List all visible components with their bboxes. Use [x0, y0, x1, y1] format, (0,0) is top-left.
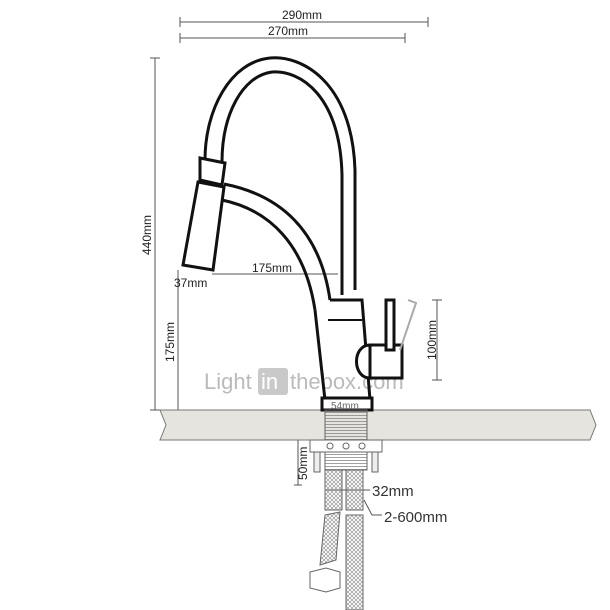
watermark-boxed: in: [261, 369, 278, 394]
dim-hole-diameter: 32mm: [372, 483, 414, 500]
dim-spray-head: 37mm: [174, 276, 207, 290]
dim-total-height: 440mm: [140, 215, 154, 255]
mounting-assembly: [309, 409, 383, 610]
dim-handle-height: 100mm: [425, 320, 439, 360]
faucet-drawing: [181, 56, 418, 412]
countertop: [159, 409, 597, 441]
watermark-prefix: Light: [204, 369, 252, 394]
dim-spout-reach: 270mm: [268, 24, 308, 38]
dim-base-diameter: 54mm: [331, 401, 359, 412]
dim-shank-length: 50mm: [296, 447, 310, 480]
dim-spout-height: 175mm: [163, 322, 177, 362]
dim-spout-projection: 175mm: [252, 261, 292, 275]
dim-overall-reach: 290mm: [282, 8, 322, 22]
dim-hose-length: 2-600mm: [384, 509, 447, 526]
